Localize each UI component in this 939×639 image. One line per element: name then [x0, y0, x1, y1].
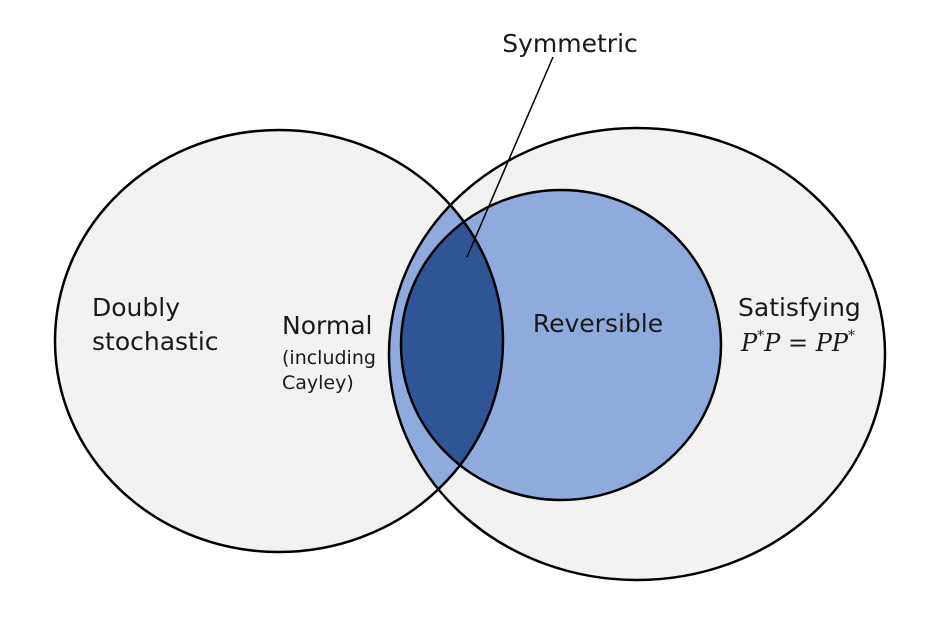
symmetric-callout-line [466, 56, 554, 258]
normal-sublabel-line1: (including [282, 347, 376, 369]
symmetric-region [401, 190, 503, 500]
normal-label: Normal [282, 311, 372, 340]
satisfying-formula: P*P = PP* [740, 328, 855, 357]
doubly-stochastic-label-line2: stochastic [92, 327, 219, 356]
reversible-outline [399, 188, 723, 502]
doubly-stochastic-set [55, 130, 503, 552]
reversible-label: Reversible [533, 309, 663, 338]
satisfying-outline [387, 126, 887, 582]
doubly-stochastic-outline [53, 128, 505, 554]
normal-sublabel-line2: Cayley) [282, 372, 354, 394]
doubly-stochastic-label-line1: Doubly [92, 293, 180, 322]
symmetric-label: Symmetric [502, 29, 638, 58]
satisfying-label: Satisfying [738, 293, 861, 322]
